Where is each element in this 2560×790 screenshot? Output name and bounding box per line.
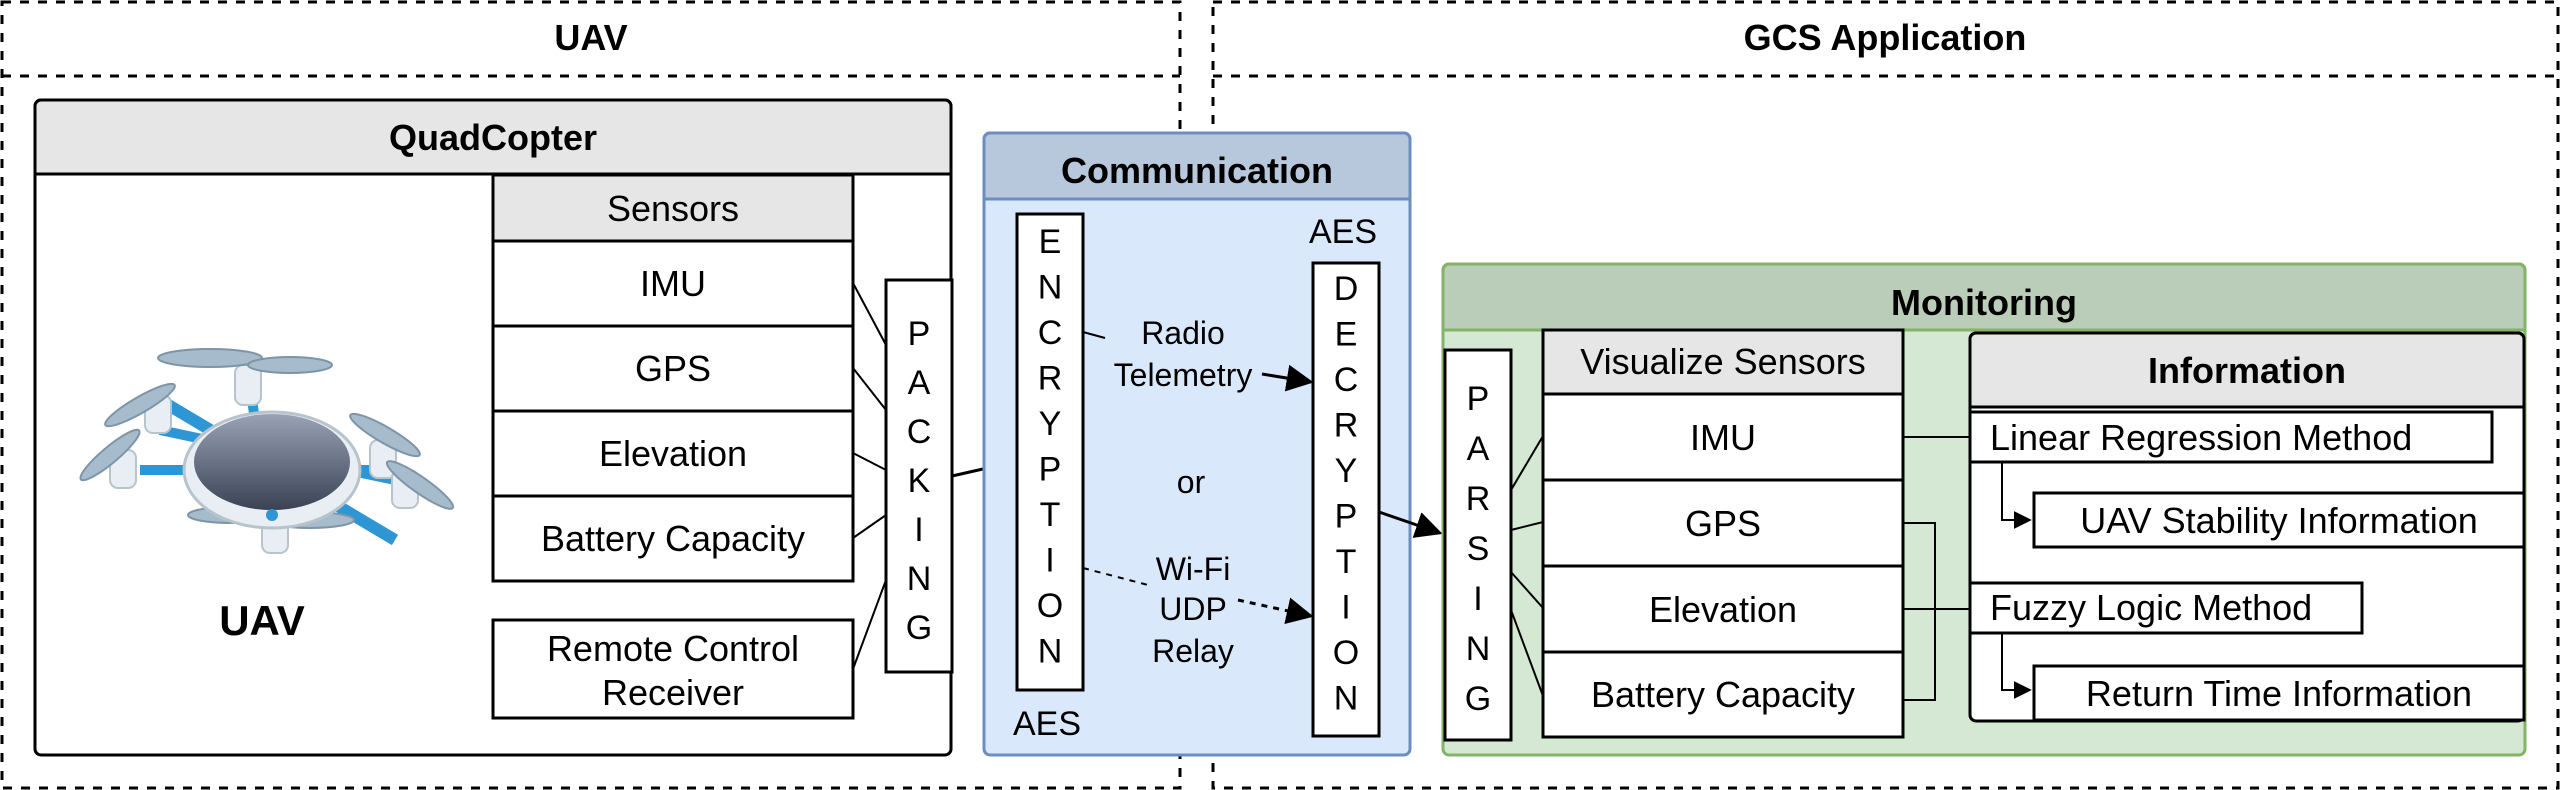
visualize-header: Visualize Sensors xyxy=(1580,341,1866,382)
encryption-aes-label: AES xyxy=(1013,705,1081,743)
remote-control-line2: Receiver xyxy=(602,672,744,713)
sensors-header: Sensors xyxy=(607,188,739,229)
parsing-connectors xyxy=(1510,435,1544,697)
wifi-line2: UDP xyxy=(1159,591,1227,627)
packing-letter: A xyxy=(908,364,931,402)
parsing-letter: G xyxy=(1465,680,1491,718)
encryption-letter: C xyxy=(1038,314,1063,352)
linear-regression-label: Linear Regression Method xyxy=(1990,417,2412,458)
encryption-letter: P xyxy=(1039,451,1062,489)
packing-letter: C xyxy=(907,413,932,451)
fuzzy-logic-label: Fuzzy Logic Method xyxy=(1990,587,2312,628)
radio-telemetry-line2: Telemetry xyxy=(1114,357,1253,393)
packing-letter: K xyxy=(908,462,931,500)
uav-sensor-battery: Battery Capacity xyxy=(541,518,805,559)
drone-icon: UAV xyxy=(79,348,455,644)
gcs-sensor-gps: GPS xyxy=(1685,503,1761,544)
gcs-lane-title: GCS Application xyxy=(1744,17,2027,58)
encryption-letter: N xyxy=(1038,633,1063,671)
radio-telemetry-line1: Radio xyxy=(1141,315,1225,351)
remote-control-receiver: Remote Control Receiver xyxy=(491,618,855,720)
wifi-udp-relay-link: Wi-Fi UDP Relay xyxy=(1082,551,1314,669)
quadcopter-title: QuadCopter xyxy=(389,117,597,158)
wifi-line1: Wi-Fi xyxy=(1156,551,1231,587)
fuzzy-logic-box: Fuzzy Logic Method xyxy=(1968,581,2364,635)
drone-label: UAV xyxy=(219,597,305,644)
stability-info-box: UAV Stability Information xyxy=(2032,491,2526,549)
return-time-info-box: Return Time Information xyxy=(2032,664,2526,722)
decryption-letter: I xyxy=(1341,589,1350,627)
encryption-letter: N xyxy=(1038,269,1063,307)
decryption-letter: C xyxy=(1334,361,1359,399)
decryption-letter: R xyxy=(1334,407,1359,445)
packing-letter: N xyxy=(907,560,932,598)
gcs-sensor-imu: IMU xyxy=(1690,417,1756,458)
encryption-letter: Y xyxy=(1039,405,1062,443)
parsing-letter: A xyxy=(1467,430,1490,468)
parsing-letter: I xyxy=(1473,580,1482,618)
packing-letter: I xyxy=(914,511,923,549)
radio-telemetry-link: Radio Telemetry xyxy=(1082,315,1314,393)
parsing-letter: S xyxy=(1467,530,1490,568)
uav-sensor-elevation: Elevation xyxy=(599,433,747,474)
decryption-to-parsing-arrow xyxy=(1378,510,1443,538)
gcs-sensor-elevation: Elevation xyxy=(1649,589,1797,630)
parsing-letter: R xyxy=(1466,480,1491,518)
decryption-aes-label: AES xyxy=(1309,213,1377,251)
or-label: or xyxy=(1177,464,1206,500)
stability-label: UAV Stability Information xyxy=(2080,500,2478,541)
decryption-letter: E xyxy=(1335,316,1358,354)
encryption-letter: T xyxy=(1040,496,1061,534)
decryption-letter: P xyxy=(1335,498,1358,536)
monitoring-title: Monitoring xyxy=(1891,282,2077,323)
decryption-letter: D xyxy=(1334,270,1359,308)
communication-title: Communication xyxy=(1061,150,1333,191)
parsing-letter: N xyxy=(1466,630,1491,668)
packing-letter: G xyxy=(906,609,932,647)
uav-sensor-gps: GPS xyxy=(635,348,711,389)
fuzzy-to-return-arrow xyxy=(2001,633,2032,699)
wifi-line3: Relay xyxy=(1152,633,1234,669)
encryption-letter: O xyxy=(1037,587,1063,625)
sensor-connectors xyxy=(852,282,887,670)
encryption-letter: I xyxy=(1045,542,1054,580)
return-time-label: Return Time Information xyxy=(2086,673,2472,714)
packing-letter: P xyxy=(908,315,931,353)
information-title: Information xyxy=(2148,350,2346,391)
decryption-letter: T xyxy=(1336,543,1357,581)
remote-control-line1: Remote Control xyxy=(547,628,799,669)
method-connectors xyxy=(1903,436,1973,701)
decryption-letter: N xyxy=(1334,680,1359,718)
visualize-sensors-table: Visualize Sensors IMU GPS Elevation Batt… xyxy=(1541,328,1905,739)
uav-sensors-table: Sensors IMU GPS Elevation Battery Capaci… xyxy=(491,173,855,583)
encryption-letter: R xyxy=(1038,360,1063,398)
uav-lane-title: UAV xyxy=(554,17,627,58)
decryption-letter: O xyxy=(1333,634,1359,672)
decryption-letter: Y xyxy=(1335,452,1358,490)
gcs-lane: GCS Application xyxy=(1211,0,2560,790)
encryption-letter: E xyxy=(1039,223,1062,261)
linear-to-stability-arrow xyxy=(2001,462,2032,529)
gcs-sensor-battery: Battery Capacity xyxy=(1591,674,1855,715)
parsing-letter: P xyxy=(1467,380,1490,418)
linear-regression-box: Linear Regression Method xyxy=(1968,410,2494,464)
uav-sensor-imu: IMU xyxy=(640,263,706,304)
